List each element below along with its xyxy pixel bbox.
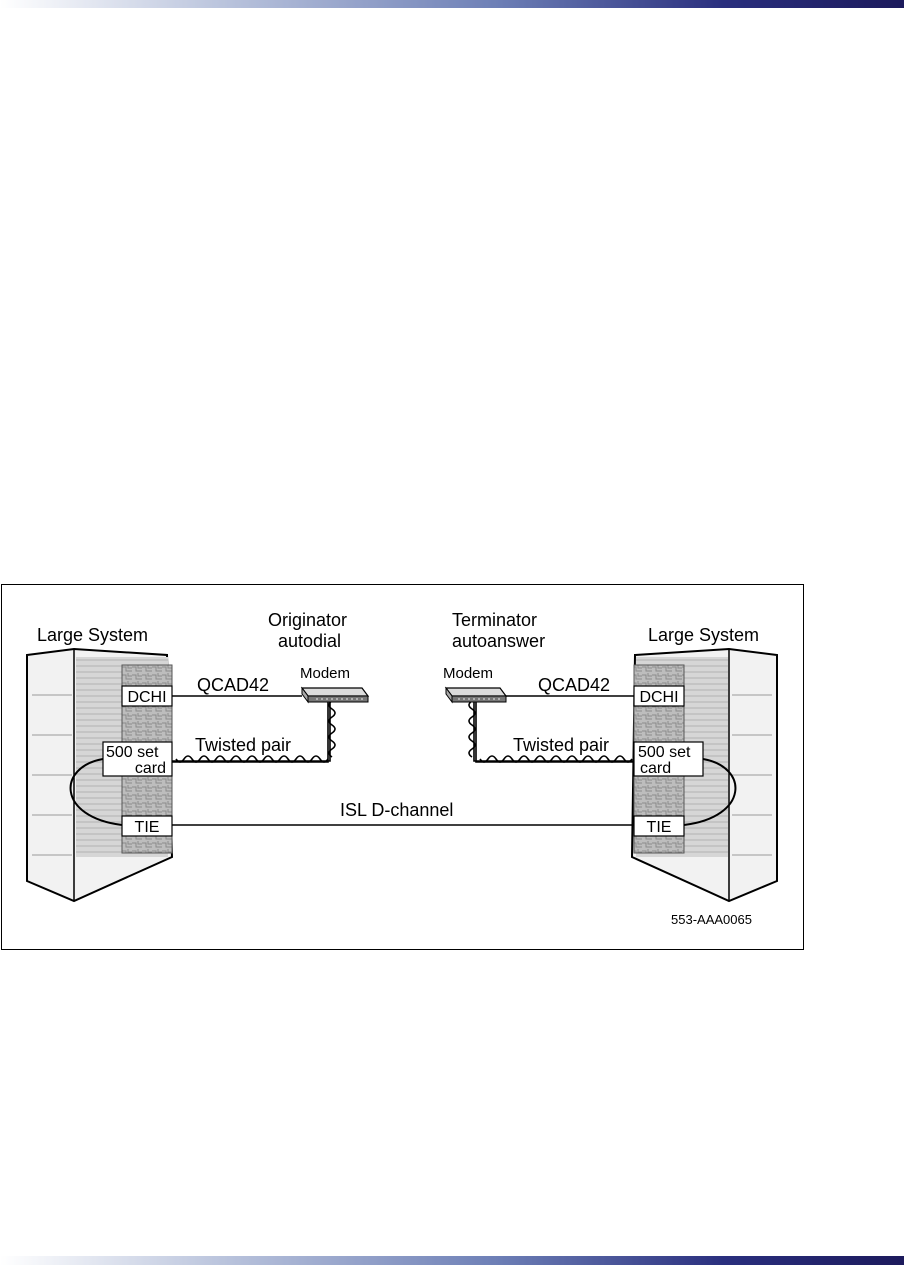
originator-modem-label: Modem (300, 665, 350, 682)
network-diagram-figure: DCHI 500 set card TIE Large System DCHI … (1, 584, 804, 950)
left-card-label-line1: 500 set (106, 744, 159, 761)
terminator-modem-icon (444, 686, 508, 704)
right-tie-box (633, 815, 685, 837)
left-twisted-pair-label: Twisted pair (195, 735, 291, 755)
left-loop-cable (69, 758, 123, 826)
left-500-set-card-box (102, 741, 173, 777)
header-rule (0, 0, 904, 8)
left-twisted-pair-cable (172, 700, 336, 763)
left-card-label-line2: card (135, 760, 166, 777)
right-twisted-pair-cable (468, 700, 634, 763)
right-500-set-card-box (633, 741, 704, 777)
terminator-label-line1: Terminator (452, 610, 537, 630)
right-system-title: Large System (648, 625, 759, 645)
terminator-label-line2: autoanswer (452, 631, 545, 651)
right-qcad42-label: QCAD42 (538, 675, 610, 695)
left-qcad42-label: QCAD42 (197, 675, 269, 695)
originator-label-line2: autodial (278, 631, 341, 651)
right-tie-label: TIE (647, 819, 672, 836)
originator-modem-icon (300, 686, 370, 704)
left-tie-label: TIE (135, 819, 160, 836)
footer-rule (0, 1256, 904, 1265)
right-twisted-pair-label: Twisted pair (513, 735, 609, 755)
terminator-modem-label: Modem (443, 665, 493, 682)
left-tie-box (121, 815, 173, 837)
right-loop-cable (683, 758, 737, 826)
figure-id-label: 553-AAA0065 (671, 912, 752, 927)
isl-d-channel-label: ISL D-channel (340, 800, 453, 820)
right-dchi-label: DCHI (639, 689, 678, 706)
left-system-title: Large System (37, 625, 148, 645)
right-card-label-line2: card (640, 760, 671, 777)
left-dchi-label: DCHI (127, 689, 166, 706)
right-card-label-line1: 500 set (638, 744, 691, 761)
originator-label-line1: Originator (268, 610, 347, 630)
